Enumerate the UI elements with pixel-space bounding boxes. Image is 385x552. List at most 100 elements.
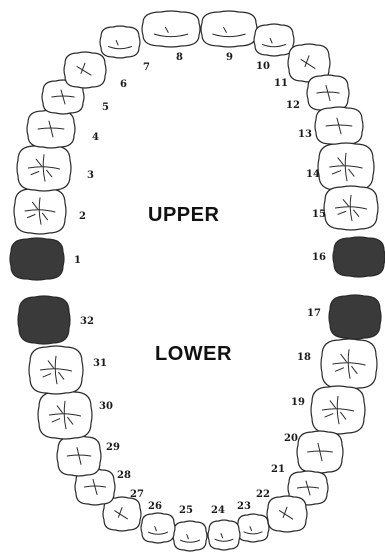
tooth-shape bbox=[102, 496, 142, 532]
tooth-17[interactable] bbox=[328, 294, 382, 340]
tooth-groove bbox=[51, 418, 61, 423]
tooth-number-14: 14 bbox=[306, 169, 320, 180]
tooth-20[interactable] bbox=[296, 430, 344, 474]
tooth-15[interactable] bbox=[323, 185, 379, 231]
tooth-groove bbox=[305, 480, 311, 496]
tooth-shape bbox=[28, 345, 84, 395]
tooth-groove bbox=[342, 199, 349, 207]
tooth-1[interactable] bbox=[9, 237, 65, 281]
tooth-shape bbox=[172, 520, 208, 552]
tooth-9[interactable] bbox=[200, 10, 258, 48]
tooth-6[interactable] bbox=[63, 51, 107, 89]
tooth-groove bbox=[117, 507, 123, 518]
tooth-21[interactable] bbox=[287, 470, 329, 506]
tooth-groove bbox=[344, 152, 348, 182]
marked-tooth-shape bbox=[328, 294, 382, 340]
tooth-groove bbox=[58, 371, 65, 380]
tooth-groove bbox=[42, 212, 48, 221]
tooth-groove bbox=[321, 408, 355, 412]
tooth-23[interactable] bbox=[236, 513, 270, 543]
tooth-25[interactable] bbox=[172, 520, 208, 552]
tooth-groove bbox=[108, 46, 132, 50]
tooth-12[interactable] bbox=[306, 74, 350, 112]
tooth-number-32: 32 bbox=[80, 316, 94, 327]
tooth-number-1: 1 bbox=[74, 255, 81, 266]
tooth-groove bbox=[336, 395, 340, 425]
tooth-groove bbox=[278, 510, 294, 520]
tooth-19[interactable] bbox=[310, 385, 366, 435]
tooth-number-12: 12 bbox=[286, 100, 300, 111]
tooth-shape bbox=[320, 338, 378, 390]
tooth-groove bbox=[56, 405, 63, 414]
tooth-groove bbox=[243, 531, 263, 535]
tooth-shape bbox=[13, 187, 67, 235]
tooth-27[interactable] bbox=[102, 496, 142, 532]
tooth-number-15: 15 bbox=[312, 209, 326, 220]
tooth-number-11: 11 bbox=[274, 78, 288, 89]
tooth-groove bbox=[304, 55, 310, 68]
tooth-8[interactable] bbox=[141, 10, 201, 48]
tooth-groove bbox=[63, 400, 67, 430]
tooth-14[interactable] bbox=[317, 142, 375, 192]
tooth-groove bbox=[39, 368, 73, 372]
tooth-16[interactable] bbox=[332, 236, 385, 278]
tooth-shape bbox=[236, 513, 270, 543]
tooth-18[interactable] bbox=[320, 338, 378, 390]
tooth-shape bbox=[99, 25, 141, 59]
tooth-groove bbox=[114, 510, 128, 520]
tooth-31[interactable] bbox=[28, 345, 84, 395]
upper-arch-label: UPPER bbox=[148, 204, 219, 226]
tooth-number-4: 4 bbox=[92, 132, 99, 143]
tooth-10[interactable] bbox=[253, 23, 295, 57]
tooth-groove bbox=[348, 168, 355, 177]
tooth-groove bbox=[349, 194, 353, 222]
tooth-number-8: 8 bbox=[176, 52, 183, 63]
tooth-shape bbox=[207, 519, 241, 551]
teeth-layer bbox=[9, 10, 385, 552]
tooth-groove bbox=[220, 533, 223, 539]
tooth-4[interactable] bbox=[26, 109, 76, 149]
tooth-groove bbox=[54, 355, 58, 385]
tooth-13[interactable] bbox=[314, 106, 364, 146]
tooth-number-19: 19 bbox=[291, 397, 305, 408]
tooth-number-25: 25 bbox=[179, 505, 193, 516]
tooth-groove bbox=[32, 201, 38, 210]
tooth-groove bbox=[329, 165, 363, 169]
tooth-shape bbox=[323, 185, 379, 231]
tooth-number-7: 7 bbox=[143, 62, 150, 73]
tooth-groove bbox=[340, 411, 347, 420]
tooth-groove bbox=[336, 117, 342, 135]
tooth-groove bbox=[325, 85, 331, 101]
tooth-groove bbox=[223, 26, 227, 33]
tooth-3[interactable] bbox=[16, 144, 72, 192]
tooth-number-6: 6 bbox=[120, 79, 127, 90]
tooth-shape bbox=[310, 385, 366, 435]
tooth-number-20: 20 bbox=[284, 433, 298, 444]
tooth-groove bbox=[42, 154, 46, 182]
tooth-groove bbox=[317, 442, 323, 462]
tooth-26[interactable] bbox=[140, 512, 176, 544]
tooth-groove bbox=[24, 209, 56, 213]
tooth-28[interactable] bbox=[74, 468, 116, 506]
tooth-32[interactable] bbox=[17, 295, 71, 345]
tooth-groove bbox=[332, 362, 366, 366]
tooth-number-22: 22 bbox=[256, 489, 270, 500]
tooth-shape bbox=[37, 390, 93, 440]
tooth-30[interactable] bbox=[37, 390, 93, 440]
tooth-29[interactable] bbox=[56, 435, 102, 477]
tooth-24[interactable] bbox=[207, 519, 241, 551]
tooth-number-30: 30 bbox=[99, 401, 113, 412]
tooth-7[interactable] bbox=[99, 25, 141, 59]
tooth-22[interactable] bbox=[266, 495, 308, 533]
tooth-groove bbox=[186, 534, 189, 540]
tooth-groove bbox=[27, 166, 61, 170]
tooth-groove bbox=[212, 33, 246, 38]
tooth-2[interactable] bbox=[13, 187, 67, 235]
tooth-groove bbox=[48, 120, 54, 138]
tooth-number-3: 3 bbox=[87, 170, 94, 181]
tooth-groove bbox=[164, 26, 169, 33]
tooth-groove bbox=[347, 349, 351, 379]
tooth-shape bbox=[266, 495, 308, 533]
